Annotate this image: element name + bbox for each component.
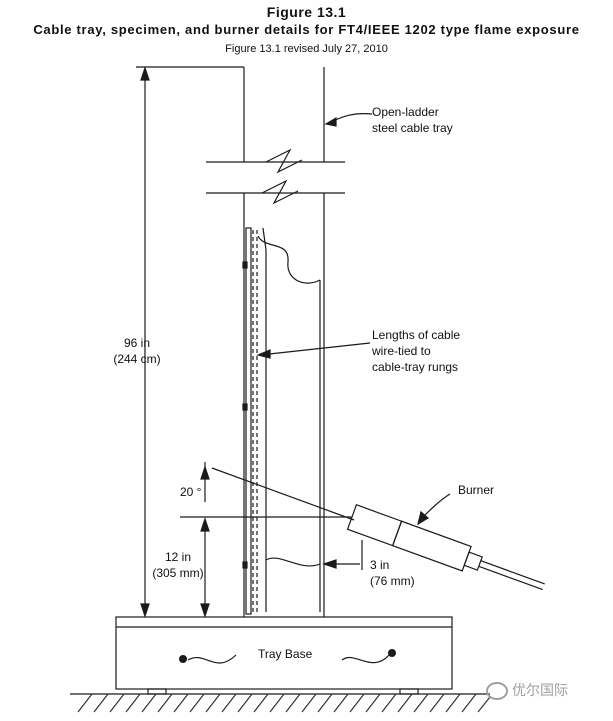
figure-revision: Figure 13.1 revised July 27, 2010 [225, 43, 388, 55]
base-bolt [179, 655, 187, 663]
dimension-lines [136, 66, 363, 618]
base-label: Tray Base [258, 647, 313, 661]
figure-subtitle: Cable tray, specimen, and burner details… [33, 22, 580, 37]
cable-specimens [242, 227, 321, 615]
watermark: 优尔国际 [486, 680, 568, 701]
ground-hatch [70, 693, 491, 713]
figure-title: Figure 13.1 [266, 4, 347, 20]
tray-label: Open-ladder steel cable tray [372, 105, 453, 135]
cables-label: Lengths of cable wire-tied to cable-tray… [372, 328, 461, 374]
height-label: 96 in (244 cm) [113, 336, 161, 366]
leader-lines [256, 113, 451, 526]
tray-base [115, 616, 453, 695]
distance-label: 3 in (76 mm) [370, 558, 415, 588]
angle-label: 20 ° [180, 485, 202, 499]
burner-label: Burner [458, 483, 495, 497]
base-bolt [388, 649, 396, 657]
wechat-icon [486, 682, 508, 701]
cable-tray [206, 67, 345, 617]
burner-height-label: 12 in (305 mm) [152, 550, 204, 580]
burner [346, 504, 545, 591]
